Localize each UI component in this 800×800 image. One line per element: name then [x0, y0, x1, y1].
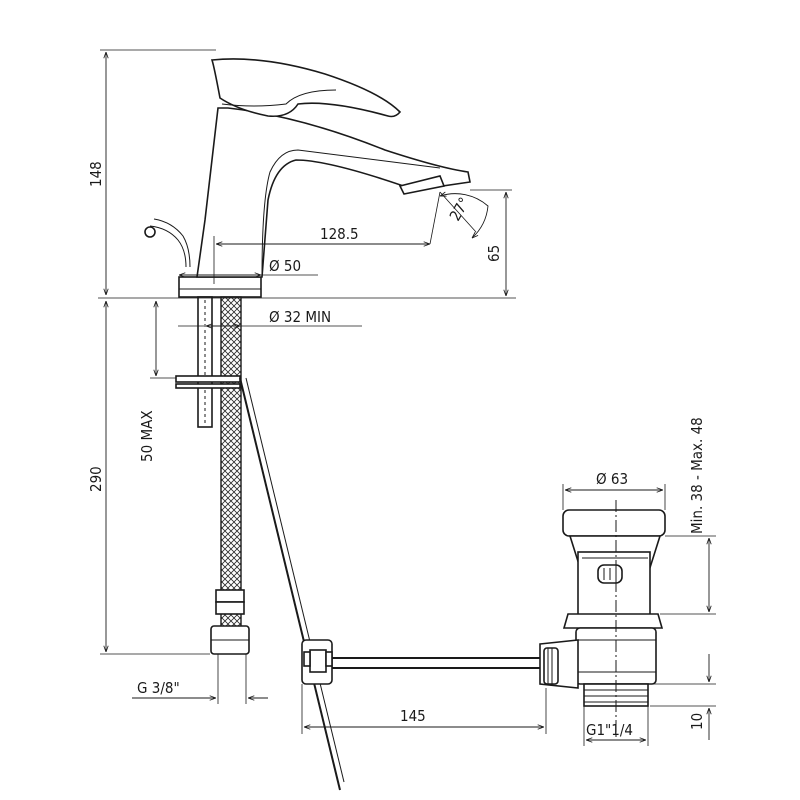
label-connection: G 3/8"	[137, 679, 180, 697]
label-drain-thread-height: 10	[688, 713, 706, 730]
threaded-stud	[175, 296, 241, 428]
faucet-body	[178, 107, 471, 298]
label-drain-range: Min. 38 - Max. 48	[688, 417, 706, 534]
label-height-total: 148	[87, 161, 105, 187]
label-rod-length: 145	[400, 707, 426, 725]
pull-rod	[239, 377, 545, 791]
dim-deck-thickness	[150, 301, 176, 379]
drain-lever	[144, 218, 191, 268]
label-hole-diameter: Ø 32 MIN	[269, 308, 331, 326]
label-spout-reach: 128.5	[320, 225, 359, 243]
label-deck-thickness: 50 MAX	[138, 410, 156, 462]
popup-waste	[539, 500, 666, 740]
label-drain-diameter: Ø 63	[596, 470, 628, 488]
dim-connection	[132, 654, 268, 704]
dim-angle	[429, 192, 489, 245]
dim-290	[100, 301, 210, 655]
dim-drain-thread-height	[650, 654, 716, 740]
label-hose-length: 290	[87, 466, 105, 492]
dim-drain-range	[660, 535, 716, 615]
dim-drain-diameter	[562, 484, 666, 510]
label-spout-angle: 27°	[446, 194, 474, 224]
label-spout-height: 65	[485, 245, 503, 262]
label-drain-thread: G1"1/4	[586, 721, 633, 739]
dim-148	[100, 49, 216, 295]
flexible-hose	[210, 296, 250, 655]
dim-drain-thread	[583, 706, 649, 746]
dim-145	[301, 684, 547, 734]
label-base-diameter: Ø 50	[269, 257, 301, 275]
faucet-handle	[210, 58, 402, 118]
dim-65	[470, 189, 512, 296]
